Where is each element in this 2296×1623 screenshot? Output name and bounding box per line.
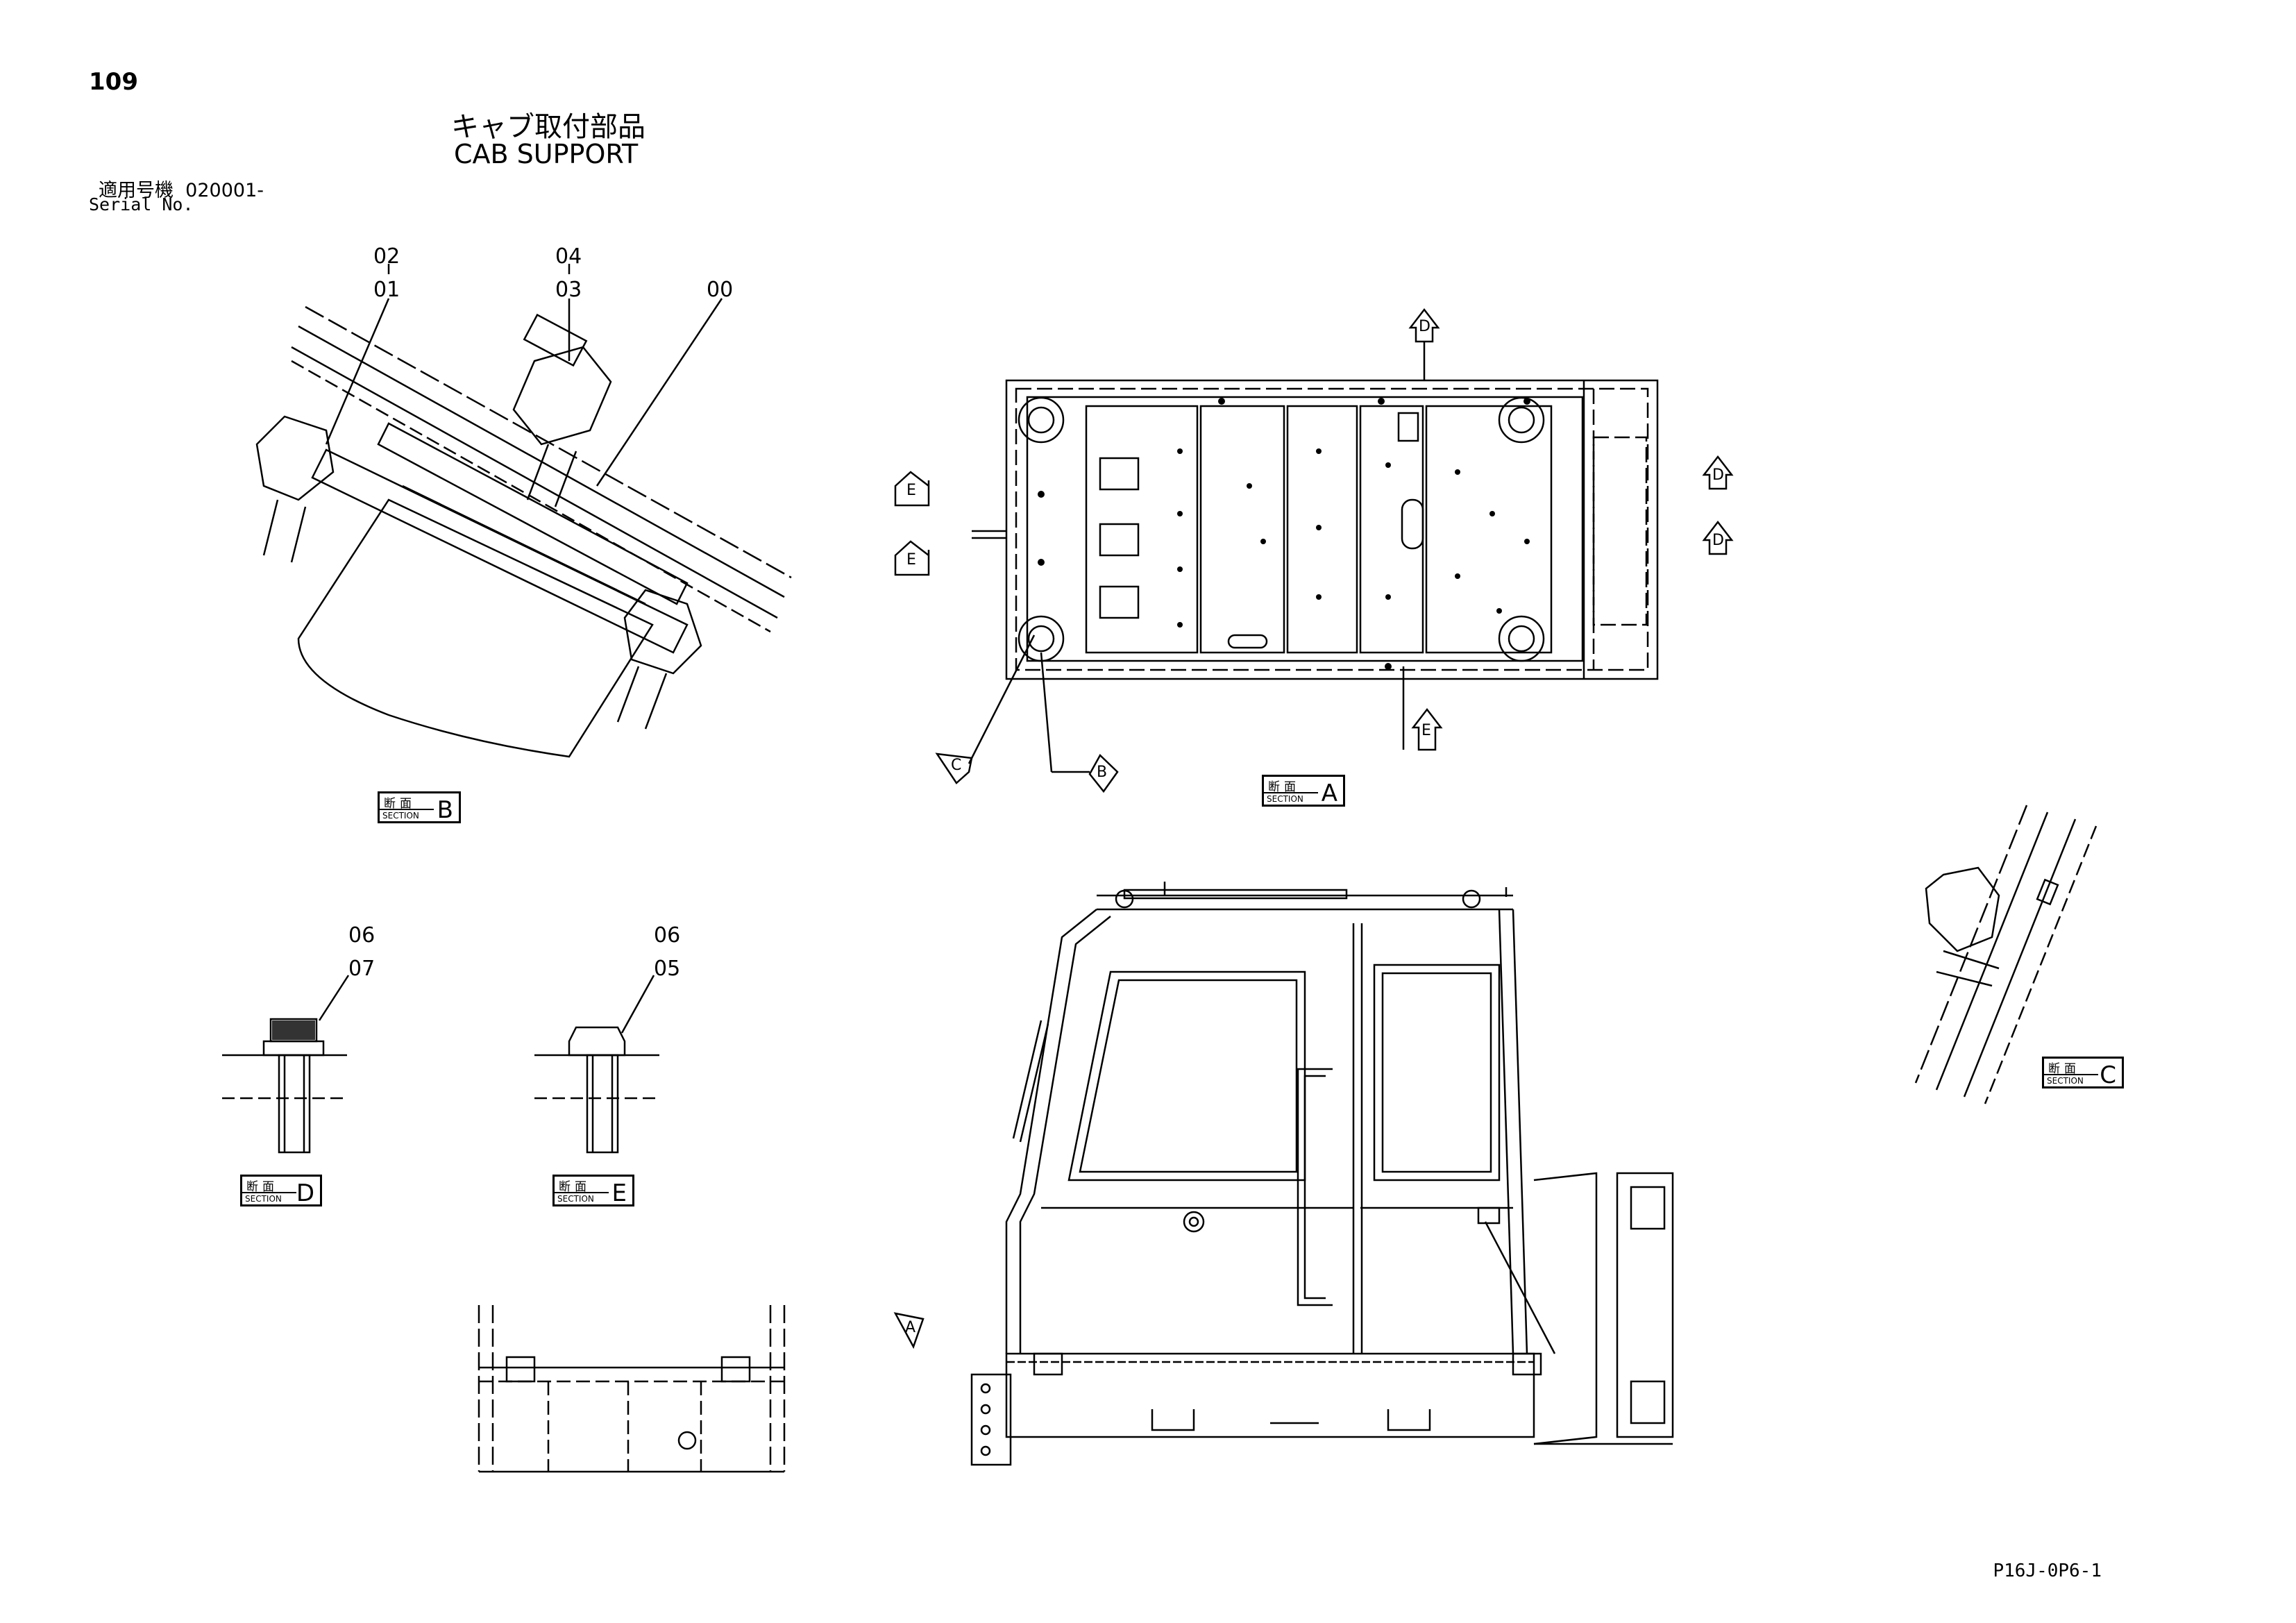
section-d-knurled-cap <box>272 1020 315 1040</box>
serial-value: 020001- <box>185 180 264 201</box>
section-a-holes <box>1038 398 1530 670</box>
view-arrow-e-bottom-letter: E <box>1421 722 1431 739</box>
title-japanese: キャブ取付部品 <box>451 111 645 143</box>
part-number-05: 05 <box>654 957 681 981</box>
section-a-drawing <box>972 379 1659 680</box>
view-arrow-a-letter: A <box>905 1319 916 1336</box>
view-arrow-e-left-1 <box>894 471 930 507</box>
part-number-07: 07 <box>348 957 375 981</box>
drawing-code: P16J-0P6-1 <box>1993 1561 2102 1581</box>
title-english: CAB SUPPORT <box>454 139 639 169</box>
view-arrow-b <box>1040 652 1119 793</box>
section-c-drawing <box>1914 805 2097 1104</box>
part-number-02: 02 <box>373 244 400 269</box>
section-b-drawing <box>255 264 792 758</box>
view-arrow-e-bottom <box>1402 666 1443 751</box>
part-number-01: 01 <box>373 278 400 302</box>
view-arrow-d-right-1-letter: D <box>1712 466 1724 484</box>
page-number: 109 <box>89 68 138 96</box>
view-arrow-b-letter: B <box>1097 764 1108 781</box>
view-arrow-e-left-2-letter: E <box>906 551 916 569</box>
part-number-00: 00 <box>707 278 734 302</box>
view-arrow-d-right-2-letter: D <box>1712 532 1724 549</box>
serial-label-english: Serial No. <box>89 194 194 215</box>
view-arrow-c <box>935 634 1036 784</box>
part-number-06-d: 06 <box>348 923 375 948</box>
serial-label-japanese: 適用号機 020001- <box>99 180 264 201</box>
part-number-06-e: 06 <box>654 923 681 948</box>
view-arrow-e-left-2 <box>894 540 930 576</box>
view-arrow-d-top <box>1408 308 1440 380</box>
section-d-drawing <box>222 975 350 1154</box>
view-arrow-d-right-2 <box>1702 520 1734 555</box>
view-arrow-e-left-1-letter: E <box>906 482 916 499</box>
part-number-03: 03 <box>555 278 582 302</box>
view-arrow-a <box>893 1312 925 1349</box>
view-arrow-c-letter: C <box>951 757 962 774</box>
view-arrow-d-top-letter: D <box>1419 318 1430 335</box>
view-arrow-d-right-1 <box>1702 455 1734 490</box>
floor-frame-drawing <box>478 1305 786 1473</box>
cab-side-view-drawing <box>970 882 1674 1466</box>
section-e-drawing <box>534 975 659 1154</box>
